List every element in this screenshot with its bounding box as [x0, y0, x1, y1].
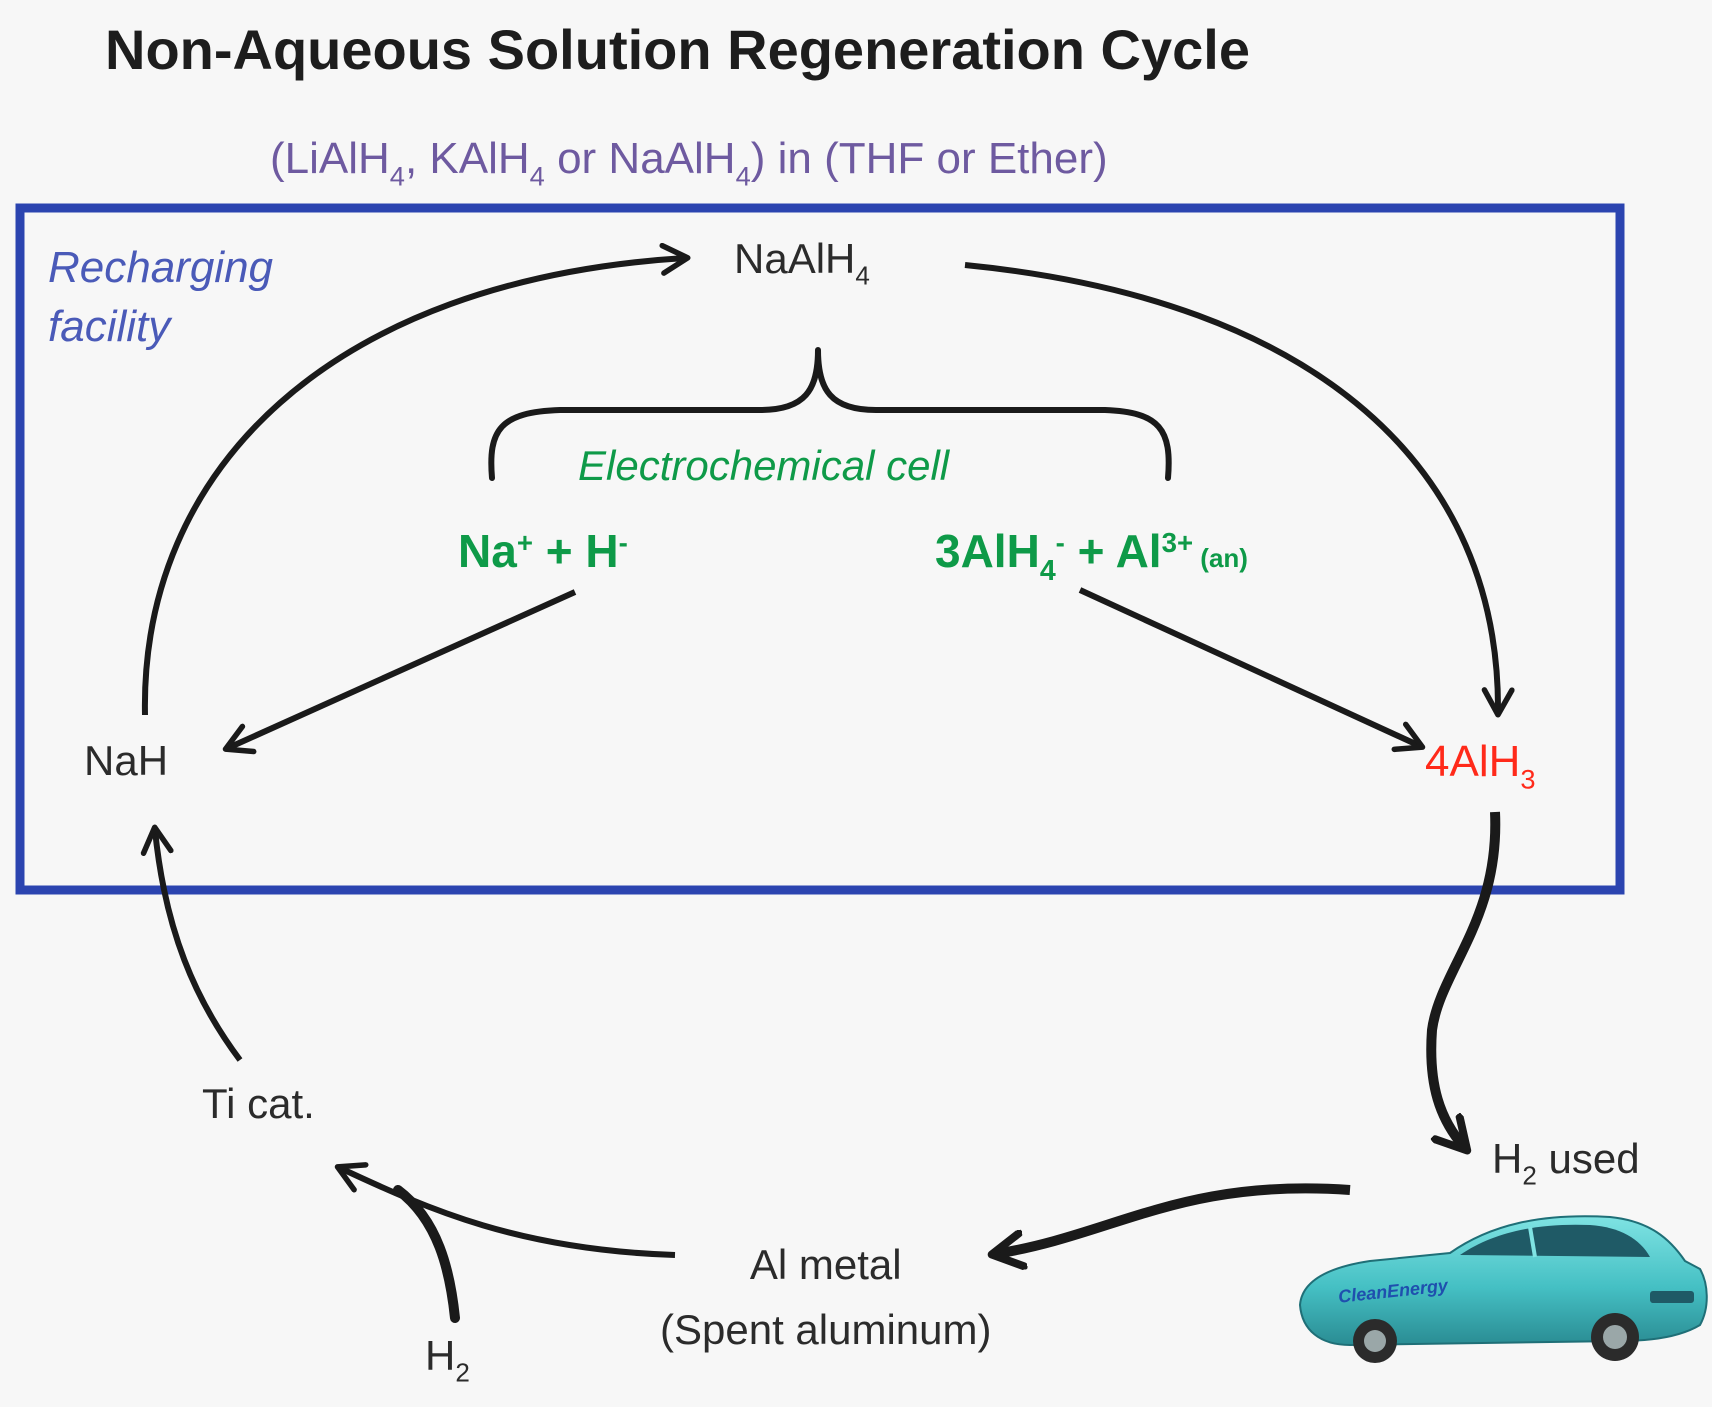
arrow-ions-to-nah — [222, 589, 577, 755]
solution-subtitle: (LiAlH4, KAlH4 or NaAlH4) in (THF or Eth… — [270, 134, 1108, 192]
node-naalh4: NaAlH4 — [734, 235, 870, 291]
car-windows — [1460, 1224, 1650, 1257]
arrow-h2-feed — [393, 1185, 460, 1323]
node-al-metal: Al metal (Spent aluminum) — [660, 1241, 992, 1354]
node-alh4-al-ions: 3AlH4- + Al3+ (an) — [935, 525, 1248, 587]
arrow-nah-to-naalh4 — [141, 242, 691, 716]
recharging-facility-label: Recharging facility — [48, 243, 274, 352]
arrow-naalh4-to-alh3 — [964, 262, 1515, 718]
arrow-ions-to-alh3 — [1078, 587, 1426, 753]
page-title: Non-Aqueous Solution Regeneration Cycle — [105, 18, 1250, 81]
arrow-al-metal-to-ticat — [334, 1162, 676, 1258]
arrow-alh3-to-car — [1426, 811, 1501, 1148]
node-nah: NaH — [84, 737, 169, 784]
electrochemical-cell-brace — [488, 347, 1172, 481]
node-4alh3: 4AlH3 — [1425, 737, 1536, 795]
car-image — [1298, 1215, 1708, 1363]
node-h2-used: H2 used — [1492, 1135, 1640, 1191]
node-ti-catalyst: Ti cat. — [202, 1080, 315, 1127]
node-h2-feed: H2 — [425, 1332, 470, 1388]
node-na-h-ions: Na+ + H- — [458, 525, 628, 577]
recharging-facility-box — [15, 203, 1625, 895]
arrow-ticat-to-nah — [140, 824, 243, 1062]
electrochemical-cell-label: Electrochemical cell — [578, 442, 950, 489]
arrow-car-to-al-metal — [995, 1183, 1351, 1254]
